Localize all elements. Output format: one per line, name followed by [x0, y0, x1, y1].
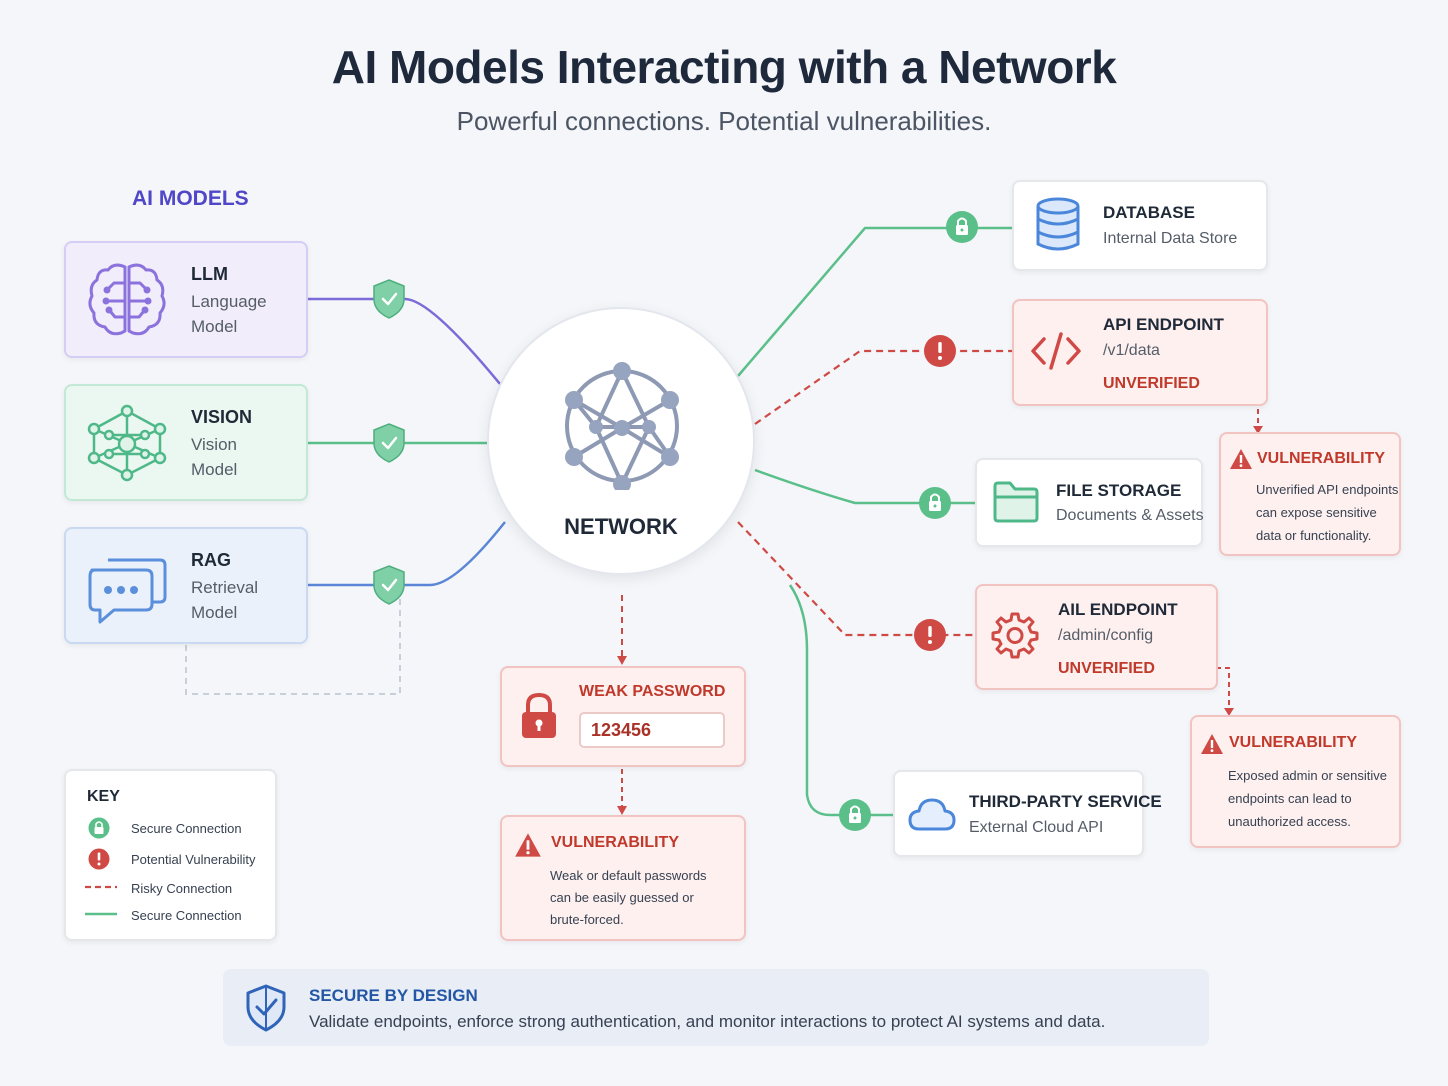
api-vulnerability-line1: Unverified API endpoints — [1256, 482, 1399, 497]
admin-vulnerability-line3: unauthorized access. — [1228, 814, 1351, 829]
password-vulnerability-line2: can be easily guessed or — [550, 890, 694, 905]
page-subtitle: Powerful connections. Potential vulnerab… — [456, 106, 992, 136]
llm-line2: Model — [191, 317, 238, 336]
admin-endpoint-sub: /admin/config — [1058, 627, 1154, 644]
api-endpoint-status: UNVERIFIED — [1103, 375, 1200, 392]
network-hub[interactable] — [487, 307, 755, 575]
lock-icon — [919, 487, 951, 519]
chat-bubble-icon — [88, 558, 167, 624]
api-vulnerability-title: VULNERABILITY — [1257, 450, 1385, 467]
admin-connection — [737, 521, 975, 637]
lock-icon — [88, 817, 110, 839]
password-vuln-link-arrow — [617, 806, 627, 815]
shield-check-icon — [246, 984, 286, 1032]
api-vuln-link-arrow — [1253, 426, 1263, 434]
warning-triangle-icon — [1230, 449, 1252, 469]
secure-by-design-banner — [223, 969, 1209, 1046]
password-connection-arrow — [617, 656, 627, 665]
password-field[interactable]: 123456 — [579, 712, 725, 748]
admin-endpoint-card[interactable] — [975, 584, 1218, 690]
vision-card[interactable] — [64, 384, 308, 501]
network-label: NETWORK — [564, 514, 678, 539]
shield-check-icon — [373, 279, 405, 319]
risky-line-swatch — [85, 885, 117, 889]
key-secure-connection-label: Secure Connection — [131, 821, 242, 836]
admin-vuln-link-arrow — [1224, 708, 1234, 716]
banner-title: SECURE BY DESIGN — [309, 986, 478, 1005]
admin-endpoint-status: UNVERIFIED — [1058, 660, 1155, 677]
vision-line1: Vision — [191, 435, 237, 454]
admin-endpoint-title: AIL ENDPOINT — [1058, 600, 1178, 619]
admin-vulnerability-title: VULNERABILITY — [1229, 734, 1357, 751]
shield-check-icon — [373, 565, 405, 605]
api-vulnerability-line2: can expose sensitive — [1256, 505, 1377, 520]
lock-icon — [522, 692, 556, 738]
page-title: AI Models Interacting with a Network — [331, 41, 1117, 93]
key-title: KEY — [87, 788, 120, 805]
api-endpoint-title: API ENDPOINT — [1103, 315, 1224, 334]
file-storage-title: FILE STORAGE — [1056, 481, 1182, 500]
llm-line1: Language — [191, 292, 267, 311]
third-party-sub: External Cloud API — [969, 819, 1104, 836]
llm-title: LLM — [191, 264, 228, 284]
third-party-connection — [788, 584, 893, 817]
admin-vulnerability-line1: Exposed admin or sensitive — [1228, 768, 1387, 783]
warning-triangle-icon — [1201, 734, 1223, 754]
shield-check-icon — [373, 423, 405, 463]
vision-line2: Model — [191, 460, 238, 479]
admin-vulnerability-card — [1190, 715, 1401, 848]
password-vulnerability-card — [500, 815, 746, 941]
rag-line2: Model — [191, 603, 238, 622]
lock-icon — [946, 211, 978, 243]
gear-icon — [991, 612, 1039, 659]
database-sub: Internal Data Store — [1103, 230, 1238, 247]
weak-password-title: WEAK PASSWORD — [579, 683, 726, 700]
alert-icon — [914, 619, 946, 651]
api-vulnerability-card — [1219, 432, 1401, 556]
models-heading: AI MODELS — [132, 187, 249, 210]
lock-icon — [839, 799, 871, 831]
api-vulnerability-line3: data or functionality. — [1256, 528, 1372, 543]
database-icon — [1036, 197, 1080, 251]
alert-icon — [924, 335, 956, 367]
network-graph-icon — [565, 362, 679, 490]
brain-icon — [88, 263, 166, 336]
vision-title: VISION — [191, 407, 253, 427]
api-connection — [754, 349, 1012, 425]
key-secure-line-label: Secure Connection — [131, 908, 242, 923]
warning-triangle-icon — [515, 833, 541, 857]
database-title: DATABASE — [1103, 203, 1195, 222]
password-vulnerability-title: VULNERABILITY — [551, 834, 679, 851]
key-vulnerability-label: Potential Vulnerability — [131, 852, 256, 867]
file-storage-sub: Documents & Assets — [1056, 507, 1204, 524]
secure-line-swatch — [85, 912, 117, 916]
rag-loop-connection — [185, 598, 401, 695]
banner-text: Validate endpoints, enforce strong authe… — [309, 1012, 1106, 1031]
password-vulnerability-line1: Weak or default passwords — [550, 868, 707, 883]
password-vulnerability-line3: brute-forced. — [550, 912, 624, 927]
admin-vulnerability-line2: endpoints can lead to — [1228, 791, 1352, 806]
key-risky-connection-label: Risky Connection — [131, 881, 233, 896]
rag-title: RAG — [191, 550, 231, 570]
network-node-icon — [87, 404, 167, 482]
llm-connection — [308, 297, 501, 385]
cloud-icon — [908, 798, 956, 831]
rag-line1: Retrieval — [191, 578, 259, 597]
file-storage-connection — [754, 468, 975, 505]
code-icon — [1031, 332, 1081, 370]
rag-connection — [308, 521, 506, 587]
database-connection — [737, 226, 1012, 377]
alert-icon — [88, 848, 110, 870]
api-endpoint-sub: /v1/data — [1103, 342, 1160, 359]
folder-icon — [993, 481, 1039, 523]
third-party-title: THIRD-PARTY SERVICE — [969, 792, 1162, 811]
